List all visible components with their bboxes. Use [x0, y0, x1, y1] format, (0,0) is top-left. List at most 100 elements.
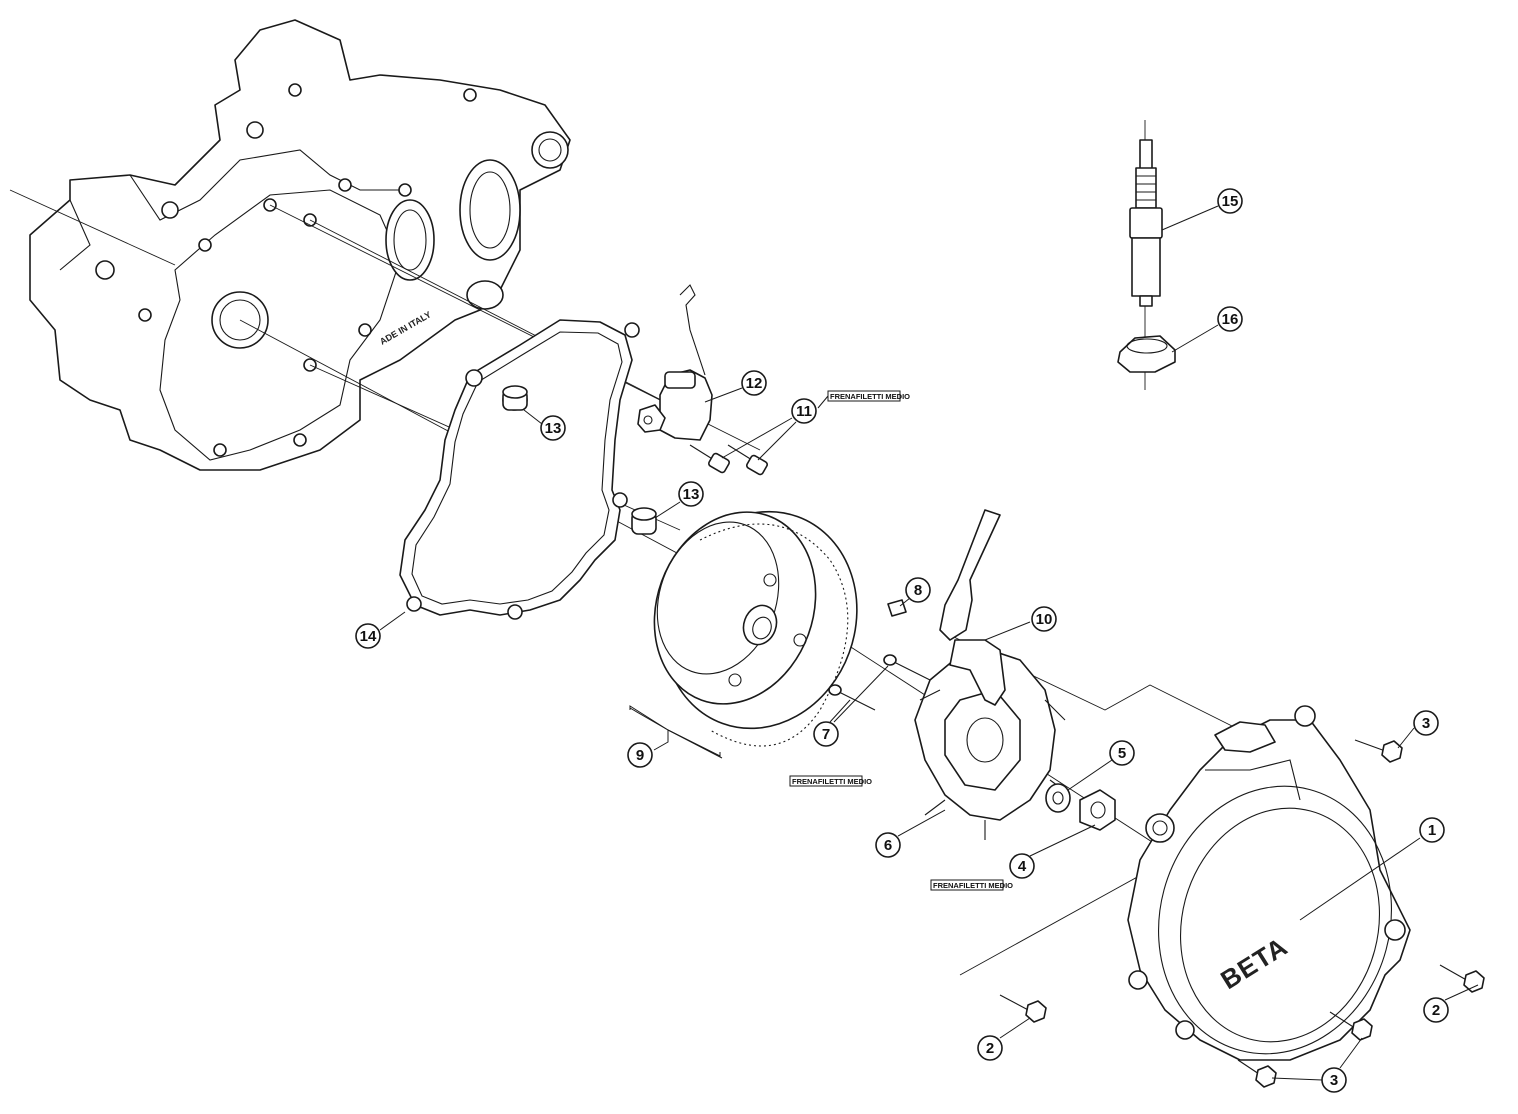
callout-number: 13 [545, 420, 562, 437]
spark-plug-gasket [1117, 335, 1176, 373]
callout-circle [813, 721, 839, 747]
leader-line-c3a-0 [1397, 727, 1415, 749]
callout-c13b: 13 [678, 481, 704, 507]
leader-line-c8-0 [899, 597, 911, 607]
callout-c6: 6 [875, 832, 901, 858]
pickup-sensor [637, 284, 713, 441]
callout-circle [1413, 710, 1439, 736]
callout-c15: 15 [1217, 188, 1243, 214]
callout-circle [1423, 997, 1449, 1023]
callout-number: 11 [796, 403, 812, 420]
leader-line-c11-1 [757, 421, 797, 461]
callout-c4: 4 [1009, 853, 1035, 879]
callout-c7: 7 [813, 721, 839, 747]
callout-circle [1321, 1067, 1347, 1093]
note-threadlocker-11: FRENAFILETTI MEDIO [827, 390, 910, 402]
callout-c2b: 2 [977, 1035, 1003, 1061]
callout-leaders [379, 205, 1479, 1081]
leader-line-c11-2 [817, 395, 829, 409]
callout-c3a: 3 [1413, 710, 1439, 736]
leader-line-c15-0 [1161, 205, 1219, 231]
callout-number: 16 [1222, 311, 1239, 328]
leader-line-c10-0 [984, 621, 1031, 641]
callout-circle [1031, 606, 1057, 632]
callout-circle [355, 623, 381, 649]
callout-circle [791, 398, 817, 424]
leader-line-c16-0 [1171, 324, 1219, 353]
callout-c14: 14 [355, 623, 381, 649]
stator [914, 509, 1071, 840]
callout-c1: 1 [1419, 817, 1445, 843]
callout-circle [1217, 306, 1243, 332]
callout-circle [1419, 817, 1445, 843]
dowel-bushings [502, 385, 657, 535]
sensor-screws [689, 444, 768, 476]
leader-line-c13a-0 [523, 409, 543, 425]
callout-c5: 5 [1109, 740, 1135, 766]
callout-number: 14 [360, 628, 377, 645]
callout-c16: 16 [1217, 306, 1243, 332]
leader-line-c3b-0 [1271, 1077, 1323, 1081]
callout-number: 10 [1036, 611, 1053, 628]
woodruff-key [887, 599, 907, 617]
callout-circle [1009, 853, 1035, 879]
callout-c13a: 13 [540, 415, 566, 441]
note-4-text: FRENAFILETTI MEDIO [933, 881, 1013, 890]
flywheel-bracket-arm [667, 729, 723, 759]
ignition-cover: BETA [1127, 705, 1411, 1061]
callout-number: 7 [822, 726, 830, 743]
callout-circle [1109, 740, 1135, 766]
washer-and-nut [1045, 783, 1116, 831]
callout-circle [627, 742, 653, 768]
callout-number: 12 [746, 375, 763, 392]
callout-c8: 8 [905, 577, 931, 603]
callout-c9: 9 [627, 742, 653, 768]
callout-circle [875, 832, 901, 858]
callout-number: 3 [1422, 715, 1430, 732]
leader-line-c4-0 [1029, 824, 1096, 857]
callout-number: 6 [884, 837, 892, 854]
spark-plug [1129, 139, 1163, 307]
callout-c11: 11 [791, 398, 817, 424]
note-threadlocker-4: FRENAFILETTI MEDIO [930, 879, 1013, 891]
callout-circle [977, 1035, 1003, 1061]
leader-line-c5-0 [1067, 759, 1113, 791]
flywheel-bracket-stem [629, 707, 669, 751]
cover-bolts [999, 739, 1485, 1088]
callout-number: 9 [636, 747, 644, 764]
callout-number: 15 [1222, 193, 1239, 210]
leader-line-c1-0 [1299, 837, 1421, 921]
callout-number: 8 [914, 582, 922, 599]
callout-circle [741, 370, 767, 396]
leader-line-c11-0 [721, 417, 793, 459]
note-7-text: FRENAFILETTI MEDIO [792, 777, 872, 786]
callout-number: 2 [986, 1040, 994, 1057]
callout-circle [905, 577, 931, 603]
leader-line-c3b-1 [1339, 1037, 1363, 1069]
callout-c12: 12 [741, 370, 767, 396]
leader-line-c7-0 [829, 699, 851, 723]
leader-line-c6-0 [897, 809, 946, 837]
callout-circle [678, 481, 704, 507]
callout-circle [540, 415, 566, 441]
leader-line-c12-0 [704, 387, 743, 403]
flywheel [653, 510, 858, 747]
callout-number: 13 [683, 486, 700, 503]
leader-line-c2b-0 [999, 1017, 1031, 1039]
callout-number: 1 [1428, 822, 1436, 839]
callout-c3b: 3 [1321, 1067, 1347, 1093]
note-threadlocker-7: FRENAFILETTI MEDIO [789, 775, 872, 787]
callout-number: 2 [1432, 1002, 1440, 1019]
leader-line-c14-0 [379, 611, 406, 631]
leader-line-c2a-0 [1444, 984, 1479, 1001]
note-11-text: FRENAFILETTI MEDIO [830, 392, 910, 401]
leader-line-c7-1 [833, 665, 889, 723]
callout-c2a: 2 [1423, 997, 1449, 1023]
callout-number: 5 [1118, 745, 1126, 762]
leader-line-c13b-0 [654, 501, 681, 519]
callout-circle [1217, 188, 1243, 214]
callout-number: 4 [1018, 858, 1027, 875]
callout-c10: 10 [1031, 606, 1057, 632]
cover-gasket [399, 319, 640, 620]
